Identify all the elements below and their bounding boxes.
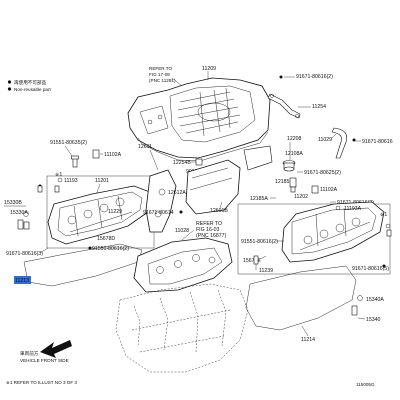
- label-15678e: 15678E: [243, 258, 261, 264]
- figure-code: 115005G: [356, 382, 375, 387]
- label-12612a: 12612A: [168, 190, 186, 196]
- label-15330b: 15330B: [4, 200, 22, 206]
- marker-1-right: ※1: [380, 212, 387, 218]
- gasket-11214: [245, 265, 357, 331]
- label-11214: 11214: [301, 337, 315, 343]
- non-reusable-bullet-icon: [7, 87, 12, 91]
- label-11201: 11201: [95, 178, 109, 184]
- pcv-valve: [289, 177, 297, 193]
- label-12601b: 12601B: [210, 208, 228, 214]
- label-11028: 11028: [175, 228, 189, 234]
- marker-1-left: ※1: [55, 172, 62, 178]
- label-11209: 11209: [202, 66, 216, 72]
- legend-en: Non-reusable part: [14, 87, 51, 92]
- label-15330a: 15330A: [10, 210, 28, 216]
- highlight-11213: [14, 276, 31, 284]
- label-91671-80616-3: 91671-80616(3): [6, 251, 43, 257]
- engine-cover: [127, 77, 271, 162]
- label-91671-80625: 91671-80625(2): [304, 170, 341, 176]
- label-11213: 11213: [15, 278, 29, 284]
- legend-jp: 再使用不可部品: [14, 79, 47, 86]
- label-11202: 11202: [294, 194, 308, 200]
- front-label-jp: 車両前方: [20, 350, 39, 357]
- label-91551-80635: 91551-80635(2): [50, 140, 87, 146]
- label-11229: 11229: [108, 209, 122, 215]
- refer-mid-line3: (PNC 16877): [196, 233, 227, 239]
- refer-top-line1: REFER TO: [149, 66, 172, 71]
- refer-top: REFER TO FIG 17-09 (PNC 11291): [149, 66, 183, 87]
- refer-mid-line1: REFER TO: [196, 221, 222, 227]
- label-91671-80616-right: 91671-80616: [362, 139, 393, 145]
- engine-block: [115, 283, 249, 373]
- label-15340: 15340: [366, 317, 381, 323]
- refer-mid-line2: FIG 16-03: [196, 227, 219, 233]
- label-12108a: 12108A: [285, 151, 303, 157]
- front-label-en: VEHICLE FRONT SIDE: [20, 358, 69, 363]
- label-11239: 11239: [259, 268, 273, 274]
- non-reusable-bullet-icon: [7, 80, 12, 84]
- label-12185a: 12185A: [250, 196, 268, 202]
- label-12254b: 12254B: [173, 160, 191, 166]
- hose-11029: [331, 127, 356, 159]
- label-11102a-right: 11102A: [320, 187, 338, 193]
- right-cylinder-head-cover: [281, 201, 385, 263]
- label-11029: 11029: [318, 137, 332, 143]
- label-12611: 12611: [138, 144, 152, 150]
- refer-top-line3: (PNC 11291): [149, 78, 176, 83]
- refer-top-line2: FIG 17-09: [149, 72, 170, 77]
- timing-cover-12612a: [145, 169, 177, 233]
- intake-manifold: [133, 237, 233, 293]
- group-box-right: [237, 203, 391, 275]
- label-11102a-top: 11102A: [104, 152, 122, 158]
- bolt-icon: [71, 155, 79, 168]
- bottom-note: ※1 REFER TO ILLUST NO 3 OF 3: [6, 380, 77, 385]
- left-cylinder-head-cover: [47, 185, 151, 245]
- oil-separator-12601b: [185, 159, 241, 215]
- label-12185: 12185: [275, 179, 290, 185]
- label-91551-80616-right: 91551-80616(2): [241, 239, 278, 245]
- label-91671-80616-2-top: 91671-80616(2): [296, 74, 333, 80]
- bracket-12611: [243, 145, 273, 171]
- vehicle-front-arrow-icon: [40, 340, 72, 358]
- bracket-11254: [267, 93, 301, 119]
- label-15678d: 15678D: [97, 236, 115, 242]
- label-91551-80616-left: 91551-80616(2): [92, 246, 129, 252]
- label-91671-80616-5: 91671-80616(5): [352, 266, 389, 272]
- label-15340a: 15340A: [366, 297, 384, 303]
- label-91671-80614-a: 91671-80614: [143, 210, 174, 216]
- label-11193: 11193: [64, 178, 78, 184]
- label-11193a: 11193A: [344, 206, 362, 212]
- label-12208: 12208: [287, 136, 302, 142]
- oil-filler-cap: [282, 160, 296, 172]
- legend: 再使用不可部品 Non-reusable part: [7, 79, 51, 92]
- label-11254: 11254: [312, 104, 326, 110]
